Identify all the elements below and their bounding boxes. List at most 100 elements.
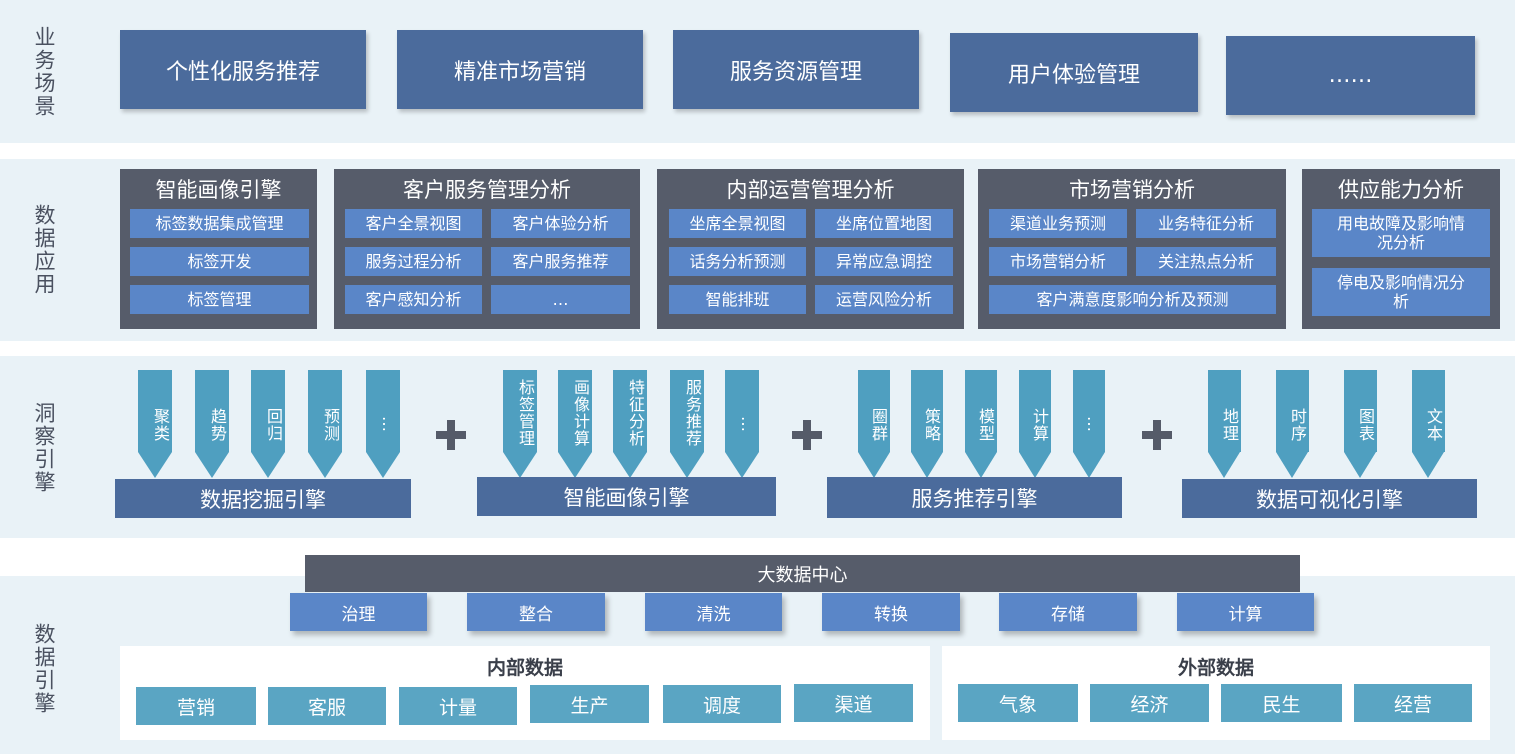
insight-chevron-label: 标签管理: [503, 370, 537, 452]
cell: 话务分析预测: [669, 247, 806, 276]
cell: 异常应急调控: [815, 247, 953, 276]
insight-chevron-label: 图表: [1344, 370, 1377, 452]
cell: …: [491, 285, 630, 314]
insight-chevron: …: [1073, 370, 1105, 478]
external-weather: 气象: [958, 684, 1078, 722]
insight-chevron: 策略: [911, 370, 943, 478]
insight-chevron-tip: [251, 452, 285, 478]
application-label: 数据应用: [32, 204, 56, 296]
insight-chevron-tip: [138, 452, 172, 478]
cell: 客户满意度影响分析及预测: [989, 285, 1276, 314]
cell: 坐席位置地图: [815, 209, 953, 238]
op-cleansing: 清洗: [645, 593, 782, 631]
cell: 服务过程分析: [345, 247, 482, 276]
insight-chevron: 地理: [1208, 370, 1241, 478]
insight-chevron-label: 服务推荐: [670, 370, 704, 452]
op-transform: 转换: [822, 593, 960, 631]
op-storage: 存储: [999, 593, 1137, 631]
insight-engine-bar: 数据可视化引擎: [1182, 479, 1477, 518]
cell: 标签数据集成管理: [130, 209, 309, 238]
data-engine-label: 数据引擎: [32, 623, 56, 715]
insight-chevron-label: 模型: [965, 370, 997, 452]
scenario-precision-marketing: 精准市场营销: [397, 30, 643, 109]
insight-engine-bar: 服务推荐引擎: [827, 477, 1122, 518]
cell: 客户全景视图: [345, 209, 482, 238]
insight-chevron-tip: [858, 452, 890, 478]
insight-chevron-label: 圈群: [858, 370, 890, 452]
panel-title: 市场营销分析: [1069, 178, 1195, 202]
insight-chevron-tip: [965, 452, 997, 478]
insight-chevron-label: 回归: [251, 370, 285, 452]
insight-chevron-label: 计算: [1019, 370, 1051, 452]
insight-chevron-tip: [1019, 452, 1051, 478]
internal-channel: 渠道: [794, 684, 913, 722]
insight-engine-bar: 智能画像引擎: [477, 477, 776, 516]
cell: 用电故障及影响情况分析: [1312, 209, 1490, 257]
internal-data-title: 内部数据: [486, 656, 563, 679]
panel-customer-service: 客户服务管理分析 客户全景视图 客户体验分析 服务过程分析 客户服务推荐 客户感…: [334, 169, 640, 329]
insight-chevron-label: 特征分析: [613, 370, 647, 452]
scenario-personalized-recommendation: 个性化服务推荐: [120, 30, 366, 109]
cell: 标签管理: [130, 285, 309, 314]
cell: 运营风险分析: [815, 285, 953, 314]
insight-chevron-tip: [725, 452, 759, 478]
op-compute: 计算: [1177, 593, 1314, 631]
insight-chevron: 时序: [1276, 370, 1309, 478]
insight-chevron: …: [725, 370, 759, 478]
plus-icon: [1142, 420, 1172, 450]
panel-supply-capability: 供应能力分析 用电故障及影响情况分析 停电及影响情况分析: [1302, 169, 1500, 329]
insight-chevron: 预测: [308, 370, 342, 478]
insight-chevron-label: …: [1073, 370, 1105, 452]
insight-chevron-tip: [366, 452, 400, 478]
external-business: 经营: [1354, 684, 1472, 722]
insight-chevron-tip: [558, 452, 592, 478]
cell: 关注热点分析: [1136, 247, 1276, 276]
internal-customer-service: 客服: [268, 687, 386, 725]
insight-chevron: 模型: [965, 370, 997, 478]
insight-chevron-label: 画像计算: [558, 370, 592, 452]
insight-chevron-label: 策略: [911, 370, 943, 452]
scenario-user-experience: 用户体验管理: [950, 33, 1198, 112]
insight-chevron-tip: [1073, 452, 1105, 478]
scenario-more: ……: [1226, 36, 1475, 115]
cell: 客户体验分析: [491, 209, 630, 238]
insight-chevron-label: 时序: [1276, 370, 1309, 452]
insight-chevron: 回归: [251, 370, 285, 478]
cell: 智能排班: [669, 285, 806, 314]
insight-chevron: 圈群: [858, 370, 890, 478]
scenario-label: 业务场景: [32, 26, 56, 118]
scenario-service-resource: 服务资源管理: [673, 30, 919, 109]
cell: 业务特征分析: [1136, 209, 1276, 238]
panel-title: 供应能力分析: [1338, 178, 1464, 202]
insight-chevron-tip: [1208, 452, 1240, 478]
cell: 停电及影响情况分析: [1312, 268, 1490, 316]
cell: 标签开发: [130, 247, 309, 276]
cell: 坐席全景视图: [669, 209, 806, 238]
insight-chevron: 文本: [1412, 370, 1445, 478]
insight-chevron-label: …: [366, 370, 400, 452]
insight-chevron-tip: [308, 452, 342, 478]
insight-chevron: 计算: [1019, 370, 1051, 478]
insight-chevron-label: 文本: [1412, 370, 1445, 452]
insight-chevron: 图表: [1344, 370, 1377, 478]
external-economy: 经济: [1090, 684, 1209, 722]
insight-chevron-tip: [195, 452, 229, 478]
insight-chevron: 画像计算: [558, 370, 592, 478]
insight-chevron-label: 聚类: [138, 370, 172, 452]
panel-title: 智能画像引擎: [155, 178, 282, 202]
insight-chevron: 特征分析: [613, 370, 647, 478]
op-integration: 整合: [467, 593, 605, 631]
insight-chevron-label: 预测: [308, 370, 342, 452]
insight-chevron-tip: [1412, 452, 1444, 478]
insight-chevron-tip: [1344, 452, 1376, 478]
big-data-center: 大数据中心: [305, 555, 1300, 592]
cell: 市场营销分析: [989, 247, 1127, 276]
external-data-title: 外部数据: [1177, 656, 1254, 679]
op-governance: 治理: [290, 593, 427, 631]
insight-chevron-label: 趋势: [195, 370, 229, 452]
panel-portrait-engine: 智能画像引擎 标签数据集成管理 标签开发 标签管理: [120, 169, 317, 329]
external-livelihood: 民生: [1221, 684, 1342, 722]
insight-chevron-tip: [670, 452, 704, 478]
internal-metering: 计量: [399, 687, 517, 725]
cell: 客户感知分析: [345, 285, 482, 314]
